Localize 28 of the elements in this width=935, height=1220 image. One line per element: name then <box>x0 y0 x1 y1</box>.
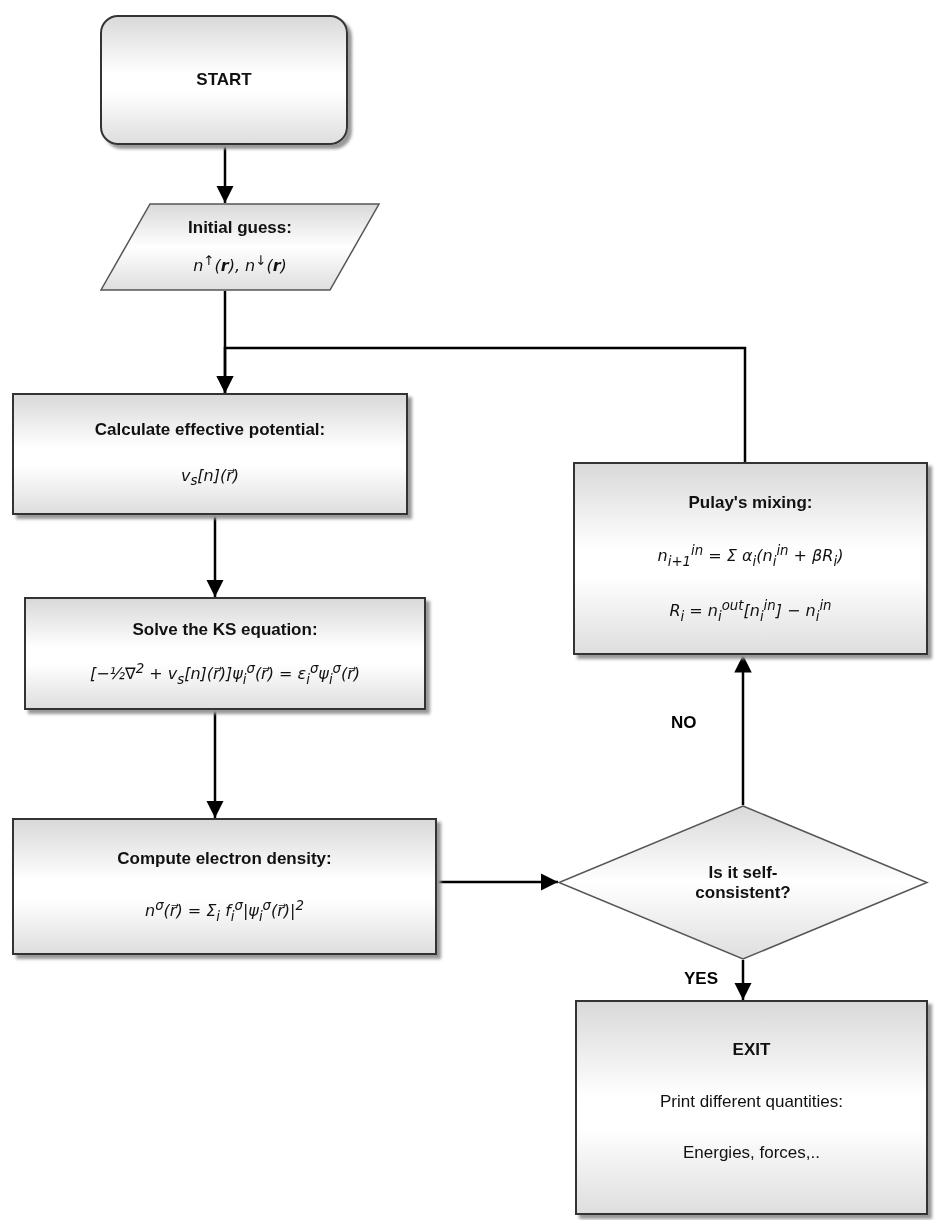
arrow <box>206 515 224 597</box>
heading-text: START <box>196 70 252 90</box>
process-box <box>573 462 928 655</box>
formula-text: n$^{↑}$(r), n$^{↓}$(r) <box>193 253 287 276</box>
process-box <box>12 818 437 955</box>
formula-text: n$_{i+1}$$^{in}$ = Σ α$_{i}$(n$_{i}$$^{in}$ + βR$_{i}$) <box>657 542 844 569</box>
arrow <box>216 346 747 462</box>
arrow <box>437 873 558 891</box>
arrow <box>206 710 224 818</box>
process-box <box>575 1000 928 1215</box>
heading-text: Pulay's mixing: <box>688 493 813 514</box>
heading-text: EXIT <box>732 1039 771 1060</box>
arrow <box>734 655 752 805</box>
formula-text: [−½∇$^{2}$ + v$_{s}$[n](r⃗)]ψ$_{i}$$^{σ}$(r⃗) = ε$_{i}$$^{σ}$ψ$_{i}$$^{σ}$(r⃗) <box>89 661 361 687</box>
body-text: Print different quantities: <box>660 1091 843 1112</box>
arrow <box>216 145 234 203</box>
formula-text: v$_{s}$[n](r⃗) <box>180 465 240 488</box>
process-box <box>24 597 426 710</box>
process-box <box>12 393 408 515</box>
heading-text: Compute electron density: <box>117 849 332 870</box>
arrow <box>734 960 752 1000</box>
start-terminal <box>100 15 348 145</box>
heading-text: Solve the KS equation: <box>132 620 318 641</box>
formula-text: n$^{σ}$(r⃗) = Σ$_{i}$ f$_{i}$$^{σ}$|ψ$_{i}$$^{σ}$(r⃗)|$^{2}$ <box>145 898 304 924</box>
heading-text: Initial guess: <box>188 218 292 239</box>
body-text: Energies, forces,.. <box>683 1143 820 1164</box>
heading-text: Is it self-consistent? <box>694 862 792 903</box>
heading-text: Calculate effective potential: <box>94 420 326 441</box>
